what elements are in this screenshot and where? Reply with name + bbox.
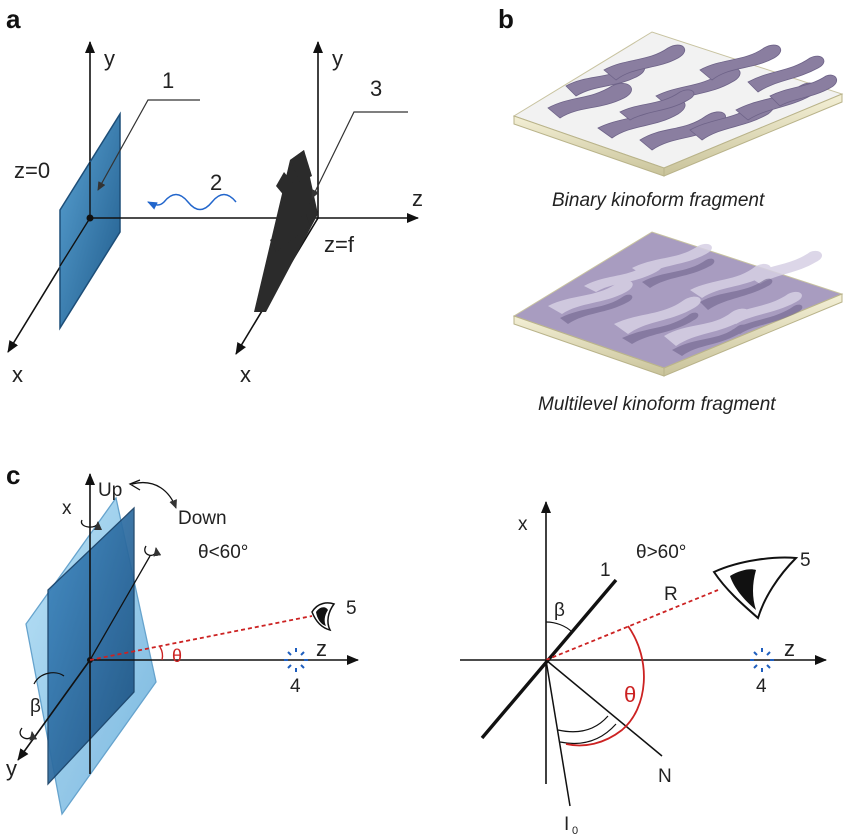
- c-right-x-axis-label: x: [518, 514, 528, 535]
- up-label: Up: [98, 480, 122, 501]
- leader-1: [97, 99, 200, 191]
- c-right-I0: I: [564, 814, 569, 835]
- c-right-R: R: [664, 584, 678, 605]
- c-right-beta: β: [554, 600, 565, 621]
- panel-letter-b: b: [498, 4, 514, 34]
- focal-plane-label: z=f: [324, 232, 355, 257]
- binary-kinoform-fragment: [512, 31, 844, 177]
- down-label: Down: [178, 508, 227, 529]
- c-right-z-axis-label: z: [784, 636, 795, 661]
- c-left-condition: θ<60°: [198, 542, 248, 563]
- c-left-z-axis-label: z: [316, 636, 327, 661]
- up-arrowhead: [128, 479, 141, 491]
- c-left-label-4: 4: [290, 676, 301, 697]
- c-right-eye-icon: [712, 556, 799, 620]
- c-right-label-4: 4: [756, 676, 767, 697]
- tilt-rotation-icon: [144, 545, 162, 557]
- plane-x-line: [59, 217, 91, 267]
- letter-a-image: [254, 150, 318, 312]
- c-left-y-axis: [17, 659, 91, 761]
- right-x-axis-label: x: [240, 362, 251, 387]
- up-down-arrow: [131, 482, 177, 509]
- c-right-normal-line: [545, 659, 663, 757]
- wave-arrow-2: [147, 193, 237, 211]
- c-right-condition: θ>60°: [636, 542, 686, 563]
- multilevel-kinoform-fragment: [512, 231, 844, 377]
- c-left-eye-icon: [311, 602, 336, 632]
- leader-3: [311, 111, 408, 199]
- c-right-double-arc-inner: [557, 715, 609, 733]
- z-axis-label: z: [412, 186, 423, 211]
- panel-b: b Binary kinoform fragment: [498, 4, 844, 415]
- c-right-light-source: [750, 648, 774, 672]
- panel-c-left: c x Up Down θ<60° z y β θ: [6, 460, 359, 816]
- caption-multilevel: Multilevel kinoform fragment: [538, 394, 776, 415]
- c-left-view-ray: [89, 615, 313, 661]
- c-right-theta-arc: [565, 625, 645, 747]
- y-rotation-icon: [19, 727, 38, 741]
- panel-letter-a: a: [6, 4, 21, 34]
- panel-a: a y x z=0 z 1 2 y x: [6, 4, 423, 387]
- c-left-light-source: [284, 648, 308, 672]
- x-rotation-icon: [80, 519, 102, 531]
- c-left-y-axis-label: y: [6, 756, 17, 781]
- c-right-double-arc-outer: [559, 723, 617, 745]
- c-right-label-1: 1: [600, 560, 611, 581]
- plane-z0-label: z=0: [14, 158, 50, 183]
- left-x-axis-label: x: [12, 362, 23, 387]
- beta-arc: [33, 672, 65, 685]
- panel-letter-c: c: [6, 460, 20, 490]
- c-right-I0-sub: 0: [572, 825, 578, 837]
- c-right-view-ray: [545, 589, 719, 661]
- label-1: 1: [162, 68, 174, 93]
- c-left-x-axis-label: x: [62, 498, 72, 519]
- tilt-axis: [89, 555, 151, 661]
- c-left-label-5: 5: [346, 598, 357, 619]
- c-right-beta-arc: [545, 621, 573, 633]
- label-3: 3: [370, 76, 382, 101]
- c-left-theta-arc: [159, 646, 164, 661]
- panel-c-right: x z 1 β R 5 θ>60° N I 0 θ: [460, 501, 827, 837]
- caption-binary: Binary kinoform fragment: [552, 190, 765, 211]
- c-right-N: N: [658, 766, 672, 787]
- c-right-label-5: 5: [800, 550, 811, 571]
- left-y-axis-label: y: [104, 46, 115, 71]
- c-left-theta: θ: [172, 646, 182, 666]
- c-right-incident-line: [545, 659, 571, 807]
- label-2: 2: [210, 170, 222, 195]
- c-right-theta: θ: [624, 682, 636, 707]
- right-y-axis-label: y: [332, 46, 343, 71]
- c-left-beta: β: [30, 696, 41, 717]
